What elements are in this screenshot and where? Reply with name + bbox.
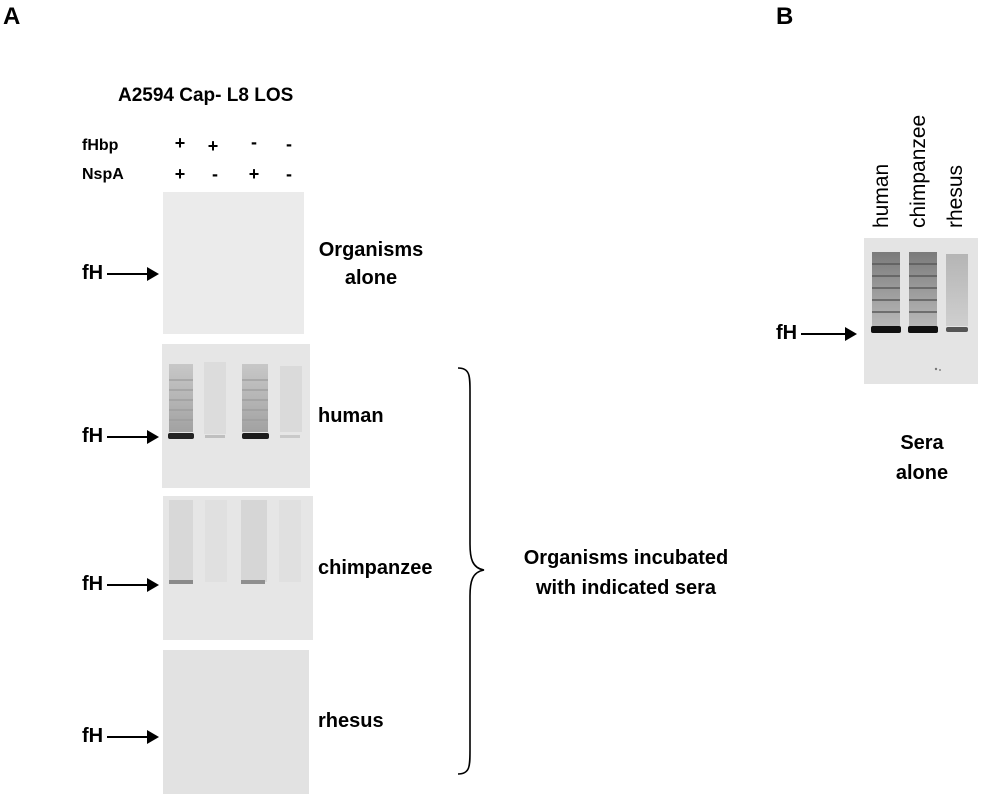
blot-sera-alone-bands <box>871 252 968 371</box>
blot-3-label: chimpanzee <box>318 557 433 579</box>
sera-alone-caption-line2: alone <box>895 462 949 484</box>
panel-b-letter: B <box>776 3 794 30</box>
blot-chimpanzee <box>163 496 313 640</box>
arrow-head-icon <box>845 326 858 341</box>
lane-label-chimpanzee: chimpanzee <box>907 114 930 228</box>
fh-arrow-2: fH <box>82 425 160 448</box>
panel-a-letter: A <box>3 3 21 30</box>
arrow-head-icon <box>147 429 160 444</box>
blot-sera-alone <box>864 238 978 384</box>
arrow-head-icon <box>147 729 160 744</box>
nspa-sign-lane-3: + <box>248 164 260 184</box>
fh-arrow-label: fH <box>776 322 798 344</box>
arrow-shaft <box>107 435 148 438</box>
fh-arrow-4: fH <box>82 725 160 748</box>
bracket-label: Organisms incubated with indicated sera <box>492 543 760 603</box>
fhbp-sign-lane-2: + <box>207 136 219 156</box>
blot-human-bands <box>168 362 302 439</box>
fh-arrow-label: fH <box>82 425 104 447</box>
arrow-shaft <box>107 272 148 275</box>
curly-bracket <box>457 367 485 775</box>
blot-human <box>162 344 310 488</box>
fhbp-row-label: fHbp <box>82 137 119 154</box>
nspa-sign-lane-2: - <box>212 164 218 184</box>
nspa-sign-lane-1: + <box>174 164 186 184</box>
lane-label-rhesus: rhesus <box>944 164 967 228</box>
fh-arrow-label: fH <box>82 262 104 284</box>
fh-arrow-label: fH <box>82 725 104 747</box>
strain-title: A2594 Cap- L8 LOS <box>118 85 294 106</box>
fhbp-sign-lane-3: - <box>251 132 257 152</box>
lane-label-human: human <box>870 163 893 228</box>
blot-organisms-alone <box>163 192 304 334</box>
arrow-shaft <box>801 332 846 335</box>
sera-alone-caption: Sera alone <box>874 428 970 488</box>
blot-2-label: human <box>318 405 384 427</box>
blot-1-label-line1: Organisms <box>318 239 424 261</box>
blot-1-label: Organisms alone <box>316 236 426 292</box>
blot-4-label: rhesus <box>318 710 384 732</box>
sera-alone-caption-line1: Sera <box>900 432 944 454</box>
arrow-head-icon <box>147 577 160 592</box>
arrow-shaft <box>107 735 148 738</box>
arrow-shaft <box>107 583 148 586</box>
nspa-sign-lane-4: - <box>286 164 292 184</box>
blot-chimpanzee-bands <box>169 500 301 584</box>
arrow-head-icon <box>147 266 160 281</box>
fhbp-sign-lane-4: - <box>286 134 292 154</box>
fh-arrow-label: fH <box>82 573 104 595</box>
bracket-label-line1: Organisms incubated <box>523 547 729 569</box>
fh-arrow-3: fH <box>82 573 160 596</box>
fh-arrow-b: fH <box>776 322 858 345</box>
fhbp-sign-lane-1: + <box>174 133 186 153</box>
blot-1-label-line2: alone <box>344 267 398 289</box>
fh-arrow-1: fH <box>82 262 160 285</box>
blot-rhesus <box>163 650 309 794</box>
bracket-label-line2: with indicated sera <box>535 577 717 599</box>
nspa-row-label: NspA <box>82 166 124 183</box>
